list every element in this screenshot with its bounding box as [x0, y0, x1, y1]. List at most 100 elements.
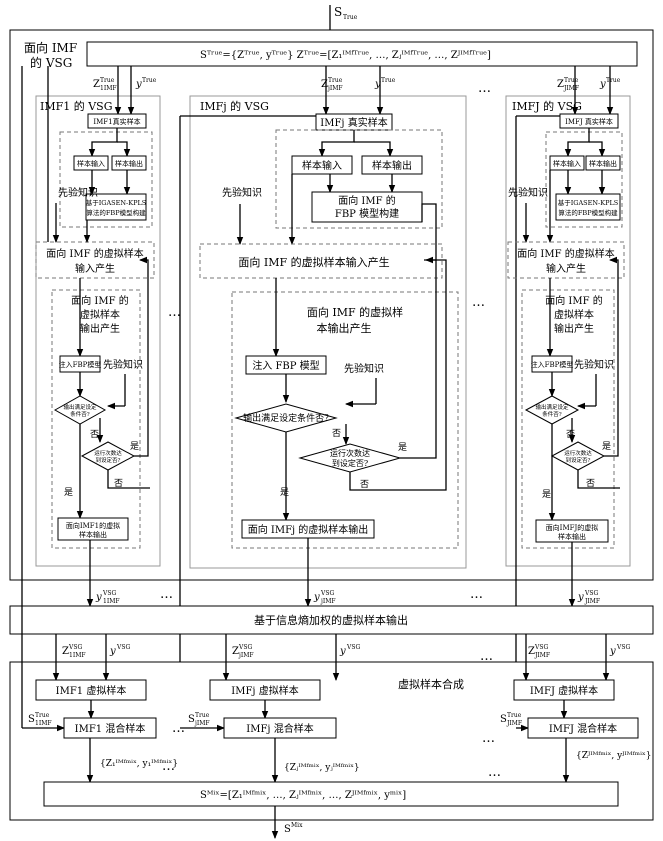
svg-text:y: y — [609, 646, 616, 657]
imfJ-virtual-output-group — [521, 289, 615, 549]
imf1-virtual-output-group — [51, 289, 141, 549]
imfJ-fbp-model-box — [555, 193, 621, 221]
imf1-sample-input-box — [73, 155, 109, 171]
svg-text:S: S — [188, 714, 195, 725]
svg-text:输出满足设定: 输出满足设定 — [63, 403, 97, 411]
svg-text:VSG: VSG — [346, 644, 360, 651]
svg-text:IMFj 真实样本: IMFj 真实样本 — [320, 116, 387, 129]
svg-text:JIMF: JIMF — [534, 652, 550, 659]
svg-text:y: y — [109, 646, 116, 657]
svg-text:1IMF: 1IMF — [69, 652, 86, 659]
svg-text:True: True — [606, 77, 621, 84]
svg-text:面向 IMF 的虚拟样本: 面向 IMF 的虚拟样本 — [46, 247, 144, 260]
svg-text:True: True — [100, 77, 115, 84]
imf1-fbp-model-box — [85, 193, 147, 221]
svg-text:是: 是 — [280, 487, 289, 498]
svg-text:样本输出: 样本输出 — [589, 159, 617, 168]
svg-text:面向 IMF 的虚拟样本: 面向 IMF 的虚拟样本 — [517, 247, 615, 260]
imfJ-sample-output-box — [585, 155, 621, 171]
vsg-output-labels: y VSG 1IMF y VSG jIMF y VSG JIMF — [86, 538, 600, 607]
svg-text:输入产生: 输入产生 — [546, 262, 586, 275]
svg-text:Z: Z — [232, 646, 239, 657]
svg-text:到设定否?: 到设定否? — [96, 456, 121, 464]
ellipsis-final-left: … — [162, 759, 175, 774]
svg-text:面向IMF1的虚拟: 面向IMF1的虚拟 — [66, 521, 120, 530]
svg-text:条件否?: 条件否? — [70, 410, 90, 418]
svg-text:否: 否 — [90, 429, 99, 440]
imfJ-sample-input-box — [549, 155, 585, 171]
final-mix-formula-box — [43, 781, 619, 807]
ellipsis-top: … — [478, 81, 491, 96]
svg-text:y: y — [135, 79, 142, 90]
svg-text:否: 否 — [566, 429, 575, 440]
svg-text:面向 IMF 的: 面向 IMF 的 — [545, 294, 603, 307]
svg-text:样本输出: 样本输出 — [558, 532, 586, 541]
synthesis-input-labels: Z VSG 1IMF y VSG Z VSG jIMF y VSG Z VSG … — [62, 644, 630, 659]
svg-text:IMF1 混合样本: IMF1 混合样本 — [75, 722, 146, 735]
imf1-mix-label: {Z₁ᴵᴹᶠᵐⁱˣ, y₁ᴵᴹᶠᵐⁱˣ} — [100, 759, 178, 769]
svg-text:VSG: VSG — [68, 644, 82, 651]
imfj-sample-input-box — [291, 155, 353, 175]
imf1-vsg-frame — [35, 95, 161, 567]
svg-text:基于IGASEN-KPLS: 基于IGASEN-KPLS — [86, 198, 147, 207]
imfJ-vsg-column: IMFJ 的 VSG IMFJ 真实样本 样本输入 样本输出 基于IGASEN-… — [505, 66, 631, 704]
imfj-fbp-group — [275, 129, 443, 229]
outer-title-line2: 的 VSG — [30, 55, 72, 70]
svg-text:IMFJ 混合样本: IMFJ 混合样本 — [549, 722, 617, 735]
svg-text:True: True — [507, 712, 522, 719]
svg-text:运行次数达: 运行次数达 — [564, 449, 592, 457]
svg-text:虚拟样本: 虚拟样本 — [554, 308, 594, 321]
svg-text:y: y — [374, 79, 381, 90]
svg-text:面向 IMFj 的虚拟样本输出: 面向 IMFj 的虚拟样本输出 — [248, 523, 369, 536]
svg-text:注入FBP模型: 注入FBP模型 — [59, 360, 102, 369]
svg-text:JIMF: JIMF — [563, 85, 579, 92]
imf1-fbp-group — [59, 131, 153, 228]
svg-text:输出满足设定条件否?: 输出满足设定条件否? — [243, 412, 329, 424]
column-input-labels: Z 1IMF True y True Z jIMF True y True Z … — [93, 77, 621, 92]
svg-text:JIMF: JIMF — [506, 720, 522, 727]
ellipsis-final-right: … — [488, 765, 501, 780]
svg-text:输出满足设定: 输出满足设定 — [535, 403, 569, 411]
svg-text:Z: Z — [62, 646, 69, 657]
imfj-condition-diamond — [234, 403, 338, 433]
svg-text:运行次数达: 运行次数达 — [330, 448, 370, 458]
svg-text:IMF1真实样本: IMF1真实样本 — [93, 117, 140, 126]
synthesis-title: 虚拟样本合成 — [398, 677, 464, 691]
svg-text:运行次数达: 运行次数达 — [94, 449, 122, 457]
svg-text:True: True — [381, 77, 396, 84]
imfJ-mixed-sample-box — [527, 717, 639, 739]
svg-text:IMFj 混合样本: IMFj 混合样本 — [246, 722, 313, 735]
svg-text:面向 IMF 的: 面向 IMF 的 — [338, 194, 396, 207]
entropy-weighted-output-box — [9, 605, 654, 635]
svg-text:1IMF: 1IMF — [100, 85, 117, 92]
imfj-vsg-title: IMFj 的 VSG — [200, 99, 269, 113]
svg-text:True: True — [328, 77, 343, 84]
svg-text:FBP 模型构建: FBP 模型构建 — [335, 207, 399, 220]
svg-text:y: y — [577, 592, 584, 603]
imfJ-vsg-title: IMFJ 的 VSG — [512, 99, 582, 113]
imfj-mix-label: {Zⱼᴵᴹᶠᵐⁱˣ, yⱼᴵᴹᶠᵐⁱˣ} — [284, 763, 360, 773]
ellipsis-right-mid: … — [472, 295, 485, 310]
svg-text:样本输出: 样本输出 — [79, 530, 107, 539]
svg-text:样本输入: 样本输入 — [77, 159, 105, 168]
svg-text:Z: Z — [93, 79, 100, 90]
svg-text:IMFJ 真实样本: IMFJ 真实样本 — [565, 117, 613, 126]
svg-text:S: S — [28, 714, 35, 725]
svg-text:输入产生: 输入产生 — [75, 262, 115, 275]
svg-text:jIMF: jIMF — [194, 720, 210, 727]
svg-text:面向 IMF 的: 面向 IMF 的 — [71, 294, 129, 307]
svg-text:IMF1 虚拟样本: IMF1 虚拟样本 — [56, 684, 127, 697]
svg-text:y: y — [599, 79, 606, 90]
svg-text:y: y — [313, 592, 320, 603]
imfJ-mix-label: {Zᴶᴵᴹᶠᵐⁱˣ, yᴶᴵᴹᶠᵐⁱˣ} — [576, 751, 651, 761]
svg-text:True: True — [564, 77, 579, 84]
imf1-sample-output-box — [111, 155, 147, 171]
svg-text:IMFJ 虚拟样本: IMFJ 虚拟样本 — [530, 684, 598, 697]
svg-text:JIMF: JIMF — [584, 598, 600, 605]
svg-text:True: True — [35, 712, 50, 719]
svg-text:jIMF: jIMF — [320, 598, 336, 605]
svg-text:True: True — [142, 77, 157, 84]
svg-text:S: S — [334, 5, 342, 19]
svg-text:面向 IMF 的虚拟样本输入产生: 面向 IMF 的虚拟样本输入产生 — [238, 255, 389, 269]
